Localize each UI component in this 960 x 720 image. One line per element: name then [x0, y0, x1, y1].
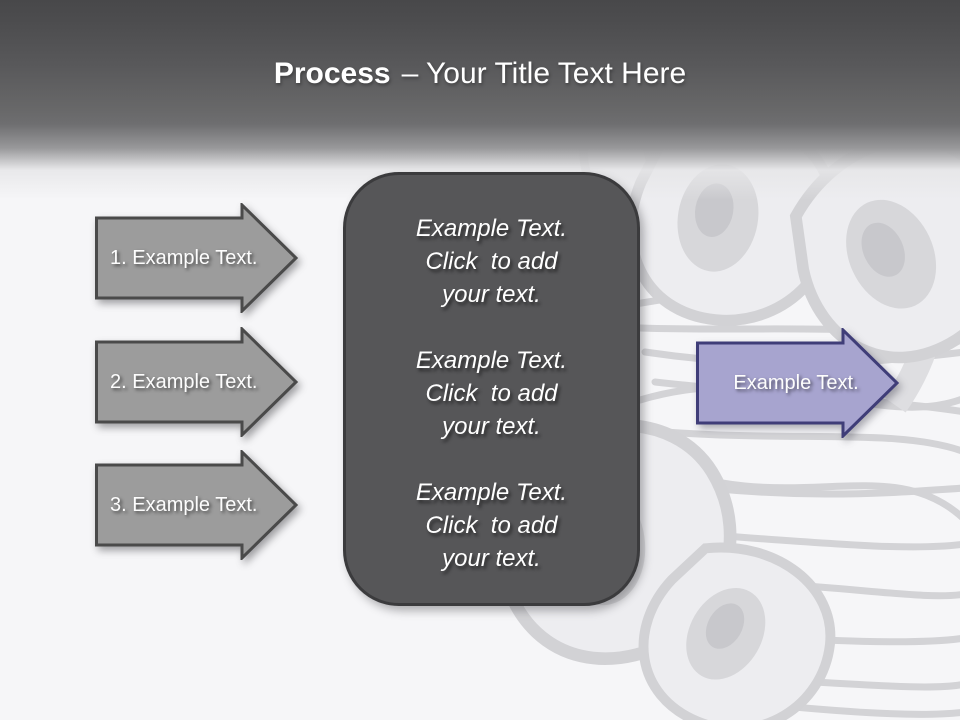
result-arrow[interactable]: Example Text.: [696, 328, 900, 438]
placeholder-paragraph-2[interactable]: Example Text. Click to add your text.: [415, 347, 568, 440]
step-arrow-3[interactable]: 3. Example Text.: [95, 450, 299, 560]
page-title: Process – Your Title Text Here: [0, 53, 960, 95]
title-subtitle: – Your Title Text Here: [401, 57, 687, 90]
step-arrow-2[interactable]: 2. Example Text.: [95, 327, 299, 437]
right-arrow-shape: [696, 328, 900, 438]
placeholder-paragraph-3[interactable]: Example Text. Click to add your text.: [415, 479, 568, 572]
step-arrow-2-label: 2. Example Text.: [110, 370, 258, 393]
step-arrow-1[interactable]: 1. Example Text.: [95, 203, 299, 313]
step-arrow-1-label: 1. Example Text.: [110, 246, 258, 269]
result-arrow-label: Example Text.: [733, 371, 859, 394]
placeholder-paragraph-1[interactable]: Example Text. Click to add your text.: [415, 215, 568, 308]
right-arrow-shape: [95, 203, 299, 313]
center-text-box[interactable]: Example Text. Click to add your text. Ex…: [343, 172, 640, 606]
right-arrow-shape: [95, 450, 299, 560]
step-arrow-3-label: 3. Example Text.: [110, 493, 258, 516]
title-keyword: Process: [273, 57, 391, 90]
right-arrow-shape: [95, 327, 299, 437]
